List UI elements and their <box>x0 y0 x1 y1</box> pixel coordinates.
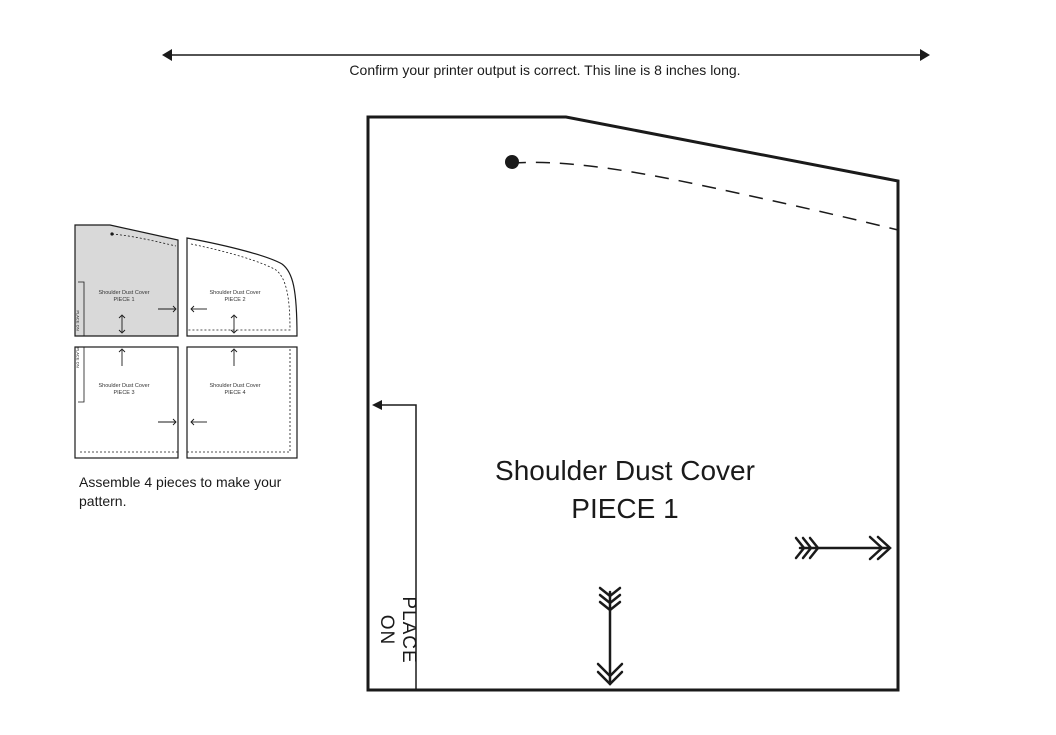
thumb-piece-1 <box>74 224 179 337</box>
thumb-label-piece-4: Shoulder Dust Cover PIECE 4 <box>209 383 261 396</box>
thumb-fold-label-piece-3: PLACE ON <box>75 347 81 368</box>
scale-line <box>162 49 930 61</box>
grainline-arrow-vertical <box>596 586 624 686</box>
main-piece-title-line2: PIECE 1 <box>571 493 679 524</box>
thumb-piece-4 <box>186 346 298 459</box>
marker-dot <box>505 155 519 169</box>
thumb-label-piece-1: Shoulder Dust Cover PIECE 1 <box>98 290 150 303</box>
place-on-fold-bracket <box>372 400 417 690</box>
seam-line <box>511 161 899 231</box>
scale-caption: Confirm your printer output is correct. … <box>349 62 741 78</box>
main-piece-title-line1: Shoulder Dust Cover <box>495 455 755 486</box>
thumb-label-piece-3: Shoulder Dust Cover PIECE 3 <box>98 383 150 396</box>
thumb-fold-label-piece-1: PLACE ON <box>75 310 81 331</box>
assembly-thumbnails <box>74 224 298 459</box>
assembly-note: Assemble 4 pieces to make your pattern. <box>79 474 282 509</box>
thumb-piece-3 <box>74 346 179 459</box>
thumb-label-piece-2: Shoulder Dust Cover PIECE 2 <box>209 290 261 303</box>
thumb-piece-2 <box>186 237 298 337</box>
main-piece-title: Shoulder Dust Cover PIECE 1 <box>450 452 800 528</box>
main-piece-outline <box>366 115 900 692</box>
grainline-arrow-horizontal <box>794 535 892 561</box>
place-on-fold-label: PLACE ON <box>376 596 419 664</box>
